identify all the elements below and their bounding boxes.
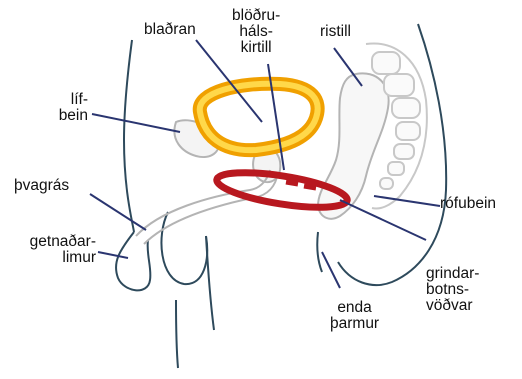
anal-outline xyxy=(317,232,322,272)
label-urethra: þvagrás xyxy=(14,178,69,194)
thigh-outline xyxy=(176,300,178,368)
label-bladder: blaðran xyxy=(144,22,196,38)
leader-pelvic-floor xyxy=(340,200,426,240)
label-coccyx: rófubein xyxy=(440,196,496,212)
leader-pubic-bone xyxy=(92,114,180,132)
urethra-shape xyxy=(136,170,270,236)
leader-rectum xyxy=(322,252,340,288)
leader-coccyx xyxy=(374,196,440,206)
urethra-shape-inner xyxy=(144,172,278,244)
pelvic-floor-shape xyxy=(215,166,350,214)
perineum-outline xyxy=(206,236,214,330)
label-colon: ristill xyxy=(320,24,351,40)
leader-urethra xyxy=(90,194,146,230)
scrotum-outline xyxy=(161,212,207,284)
label-pelvic-floor: grindar- botns- vöðvar xyxy=(426,266,479,314)
label-rectum: enda þarmur xyxy=(330,300,379,332)
label-pubic-bone: líf- bein xyxy=(50,92,88,124)
label-bladder-neck: blöðru- háls- kirtill xyxy=(232,8,280,56)
body-front-outline xyxy=(124,40,134,232)
leader-penis xyxy=(98,252,128,258)
penis-outline xyxy=(116,232,150,290)
label-penis: getnaðar- limur xyxy=(4,234,96,266)
